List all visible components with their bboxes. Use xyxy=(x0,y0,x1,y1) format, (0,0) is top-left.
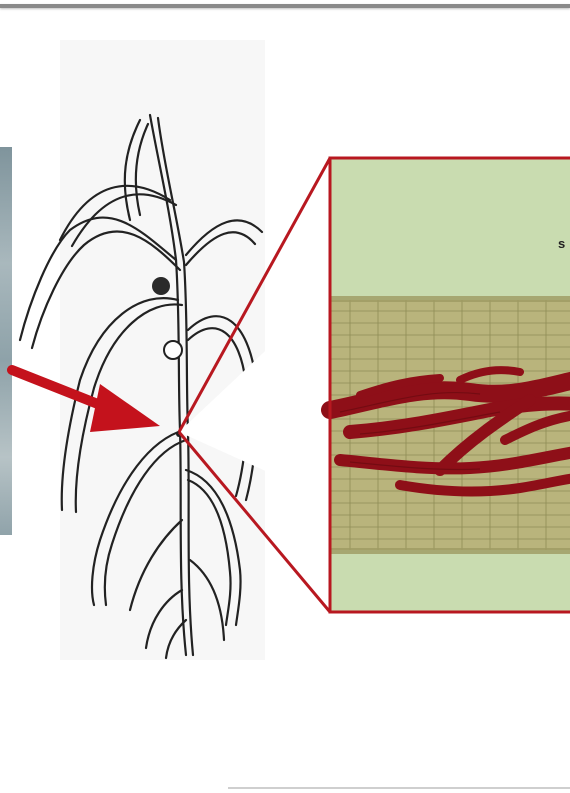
spore-dark xyxy=(152,277,170,295)
spore-light xyxy=(164,341,182,359)
micrograph-frame xyxy=(330,158,570,612)
zoom-callout xyxy=(179,290,330,500)
micrograph-partial-label: s xyxy=(558,236,570,251)
